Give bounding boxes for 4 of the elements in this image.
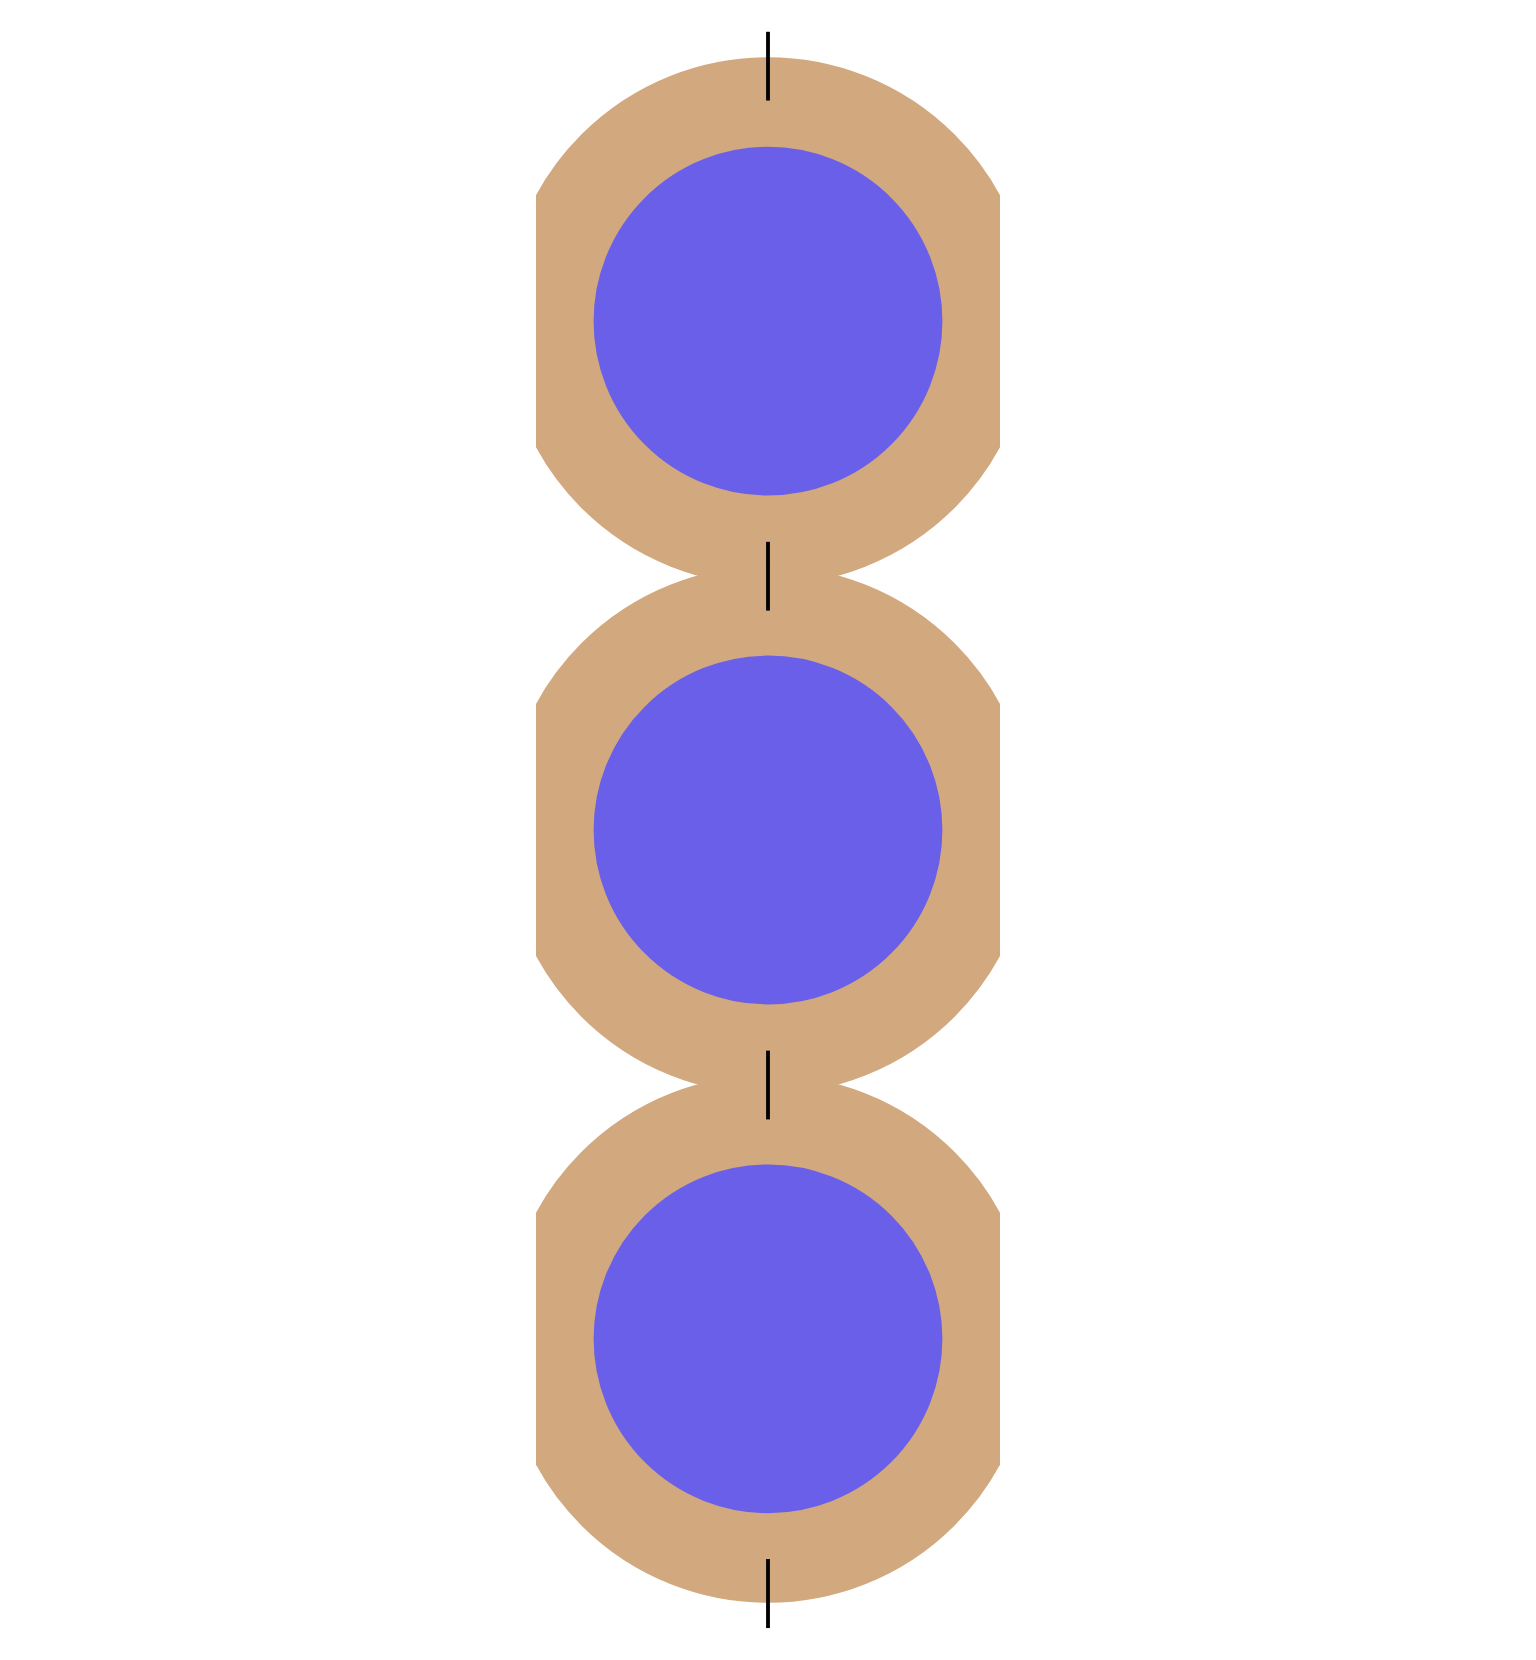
connector [766, 541, 770, 611]
connector [766, 31, 770, 101]
connector [766, 1050, 770, 1120]
connector [766, 1559, 770, 1629]
